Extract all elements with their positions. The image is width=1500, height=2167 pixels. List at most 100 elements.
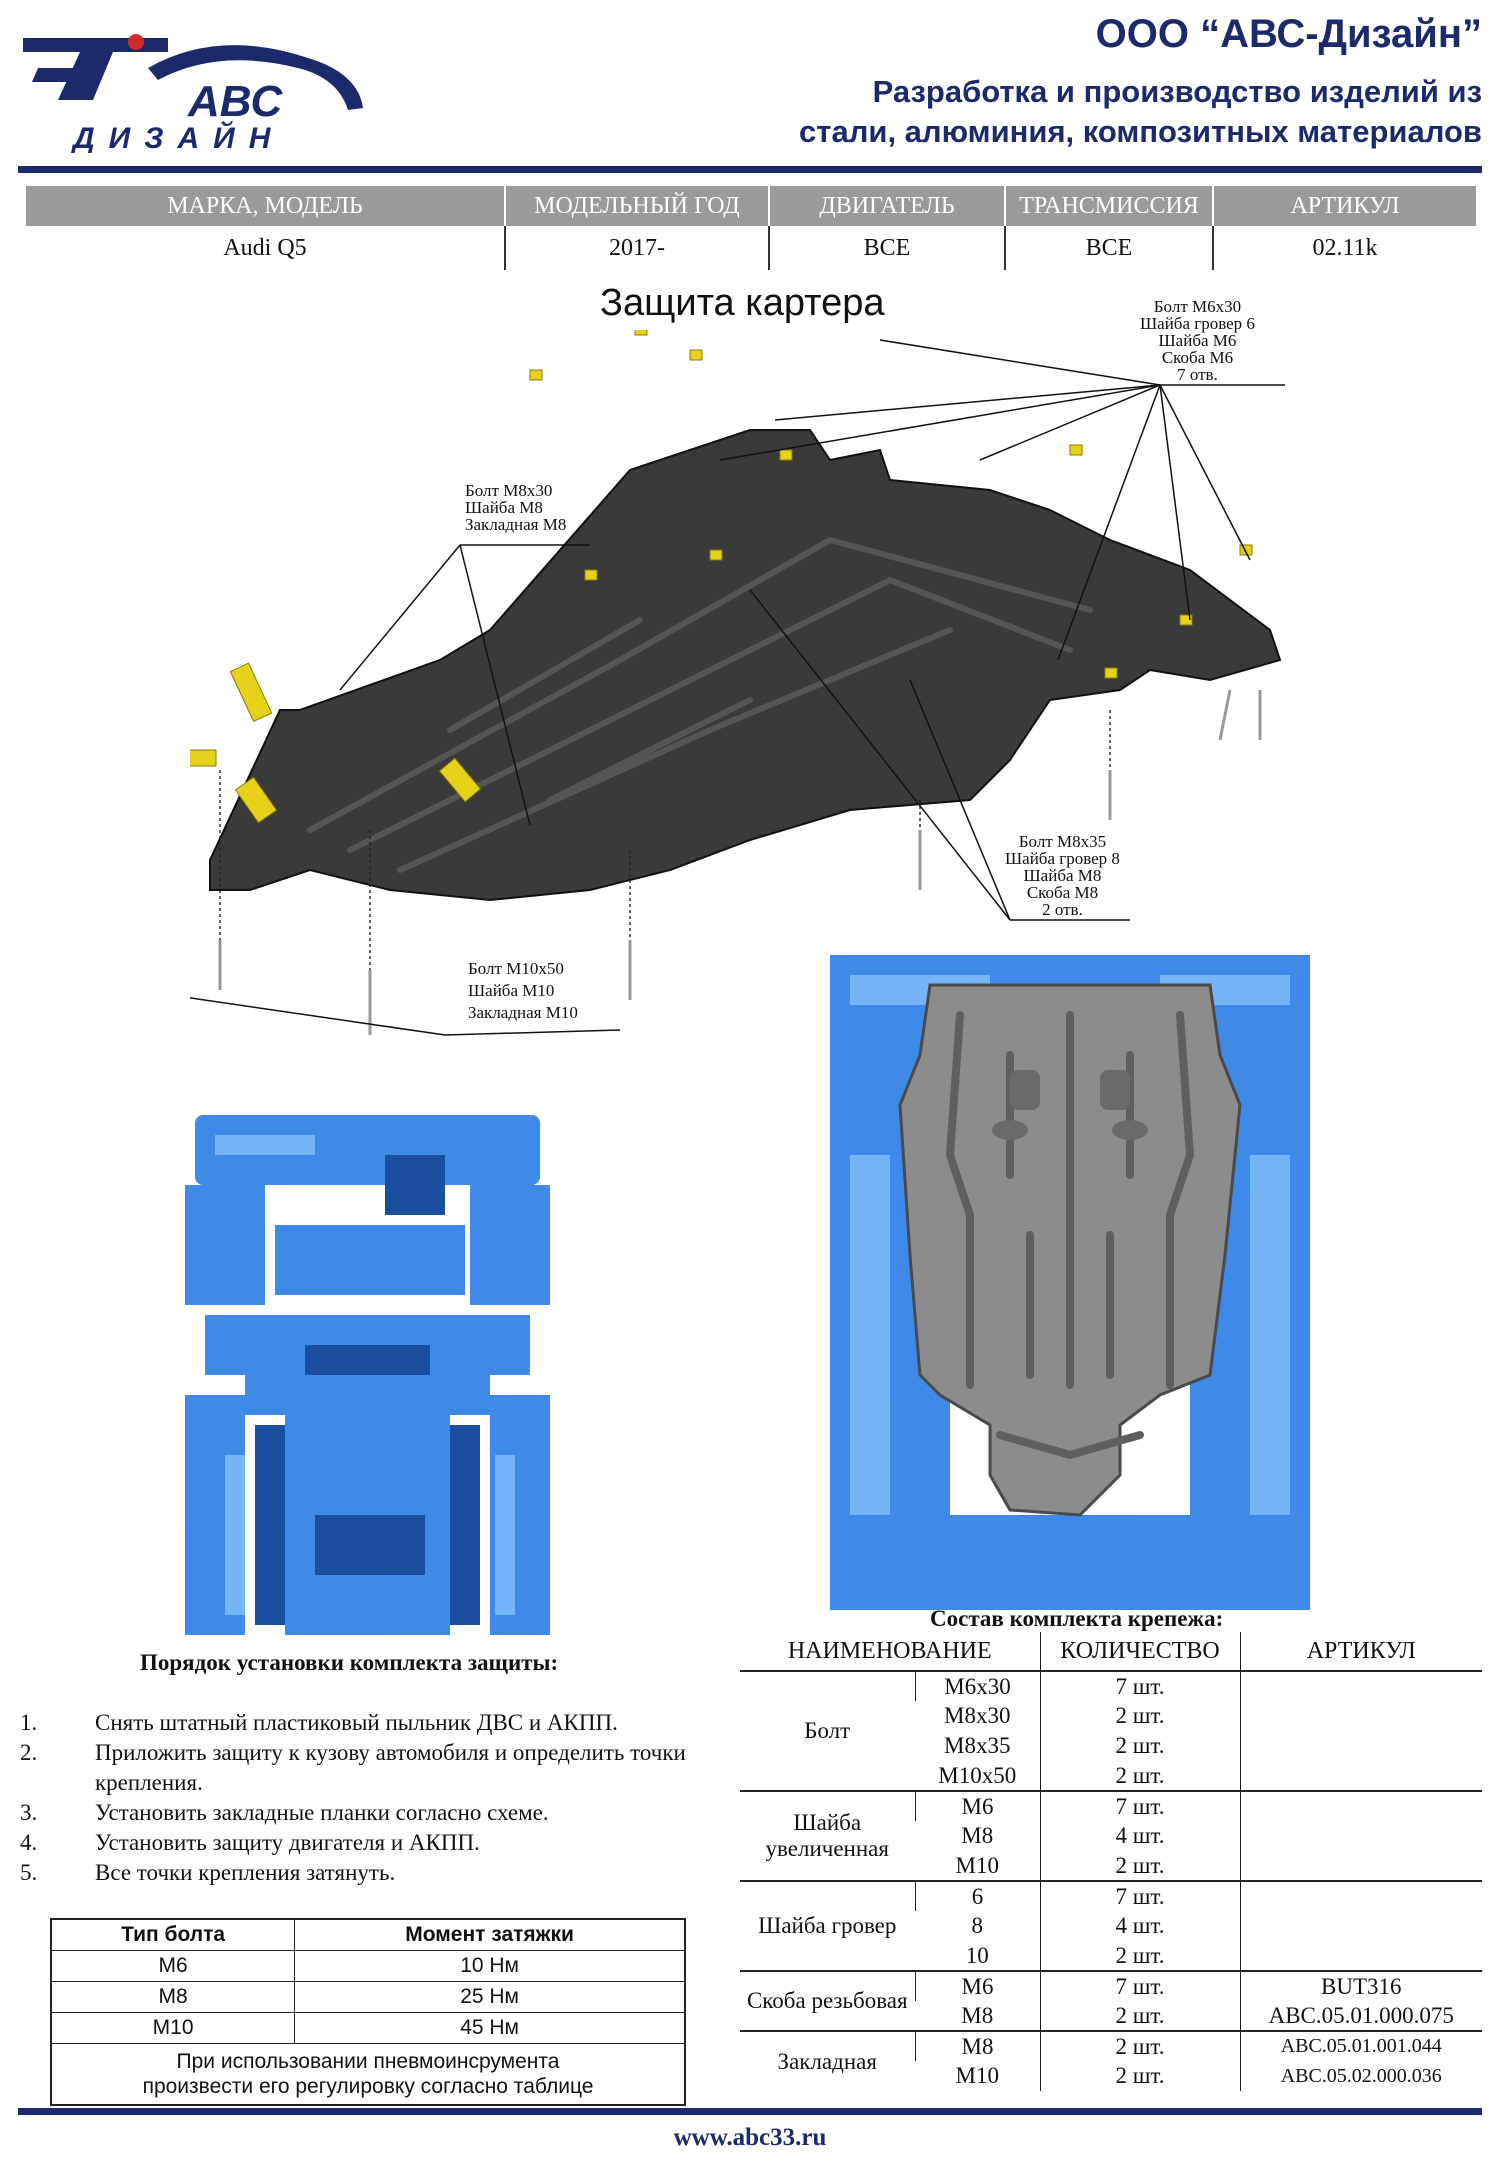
tagline-line-1: Разработка и производство изделий из	[872, 74, 1482, 109]
callout-m8x30-line-3: Закладная М8	[465, 515, 567, 534]
spec-engine: ВСЕ	[769, 226, 1006, 270]
company-name: ООО “АВС-Дизайн”	[1095, 12, 1482, 56]
step-text: Снять штатный пластиковый пыльник ДВС и …	[95, 1710, 618, 1735]
install-step: 2. Приложить защиту к кузову автомобиля …	[20, 1738, 720, 1798]
torque-table: Тип болта Момент затяжки М6 10 Нм М8 25 …	[50, 1918, 686, 2106]
callout-m6-line-1: Болт М6х30	[1153, 297, 1242, 316]
torque-row: М10 45 Нм	[50, 2012, 686, 2044]
kit-row: М8 4 шт.	[740, 1821, 1482, 1851]
callout-leaders	[190, 339, 1285, 1036]
spec-header-transmission: ТРАНСМИССИЯ	[1005, 186, 1214, 226]
kit-header-article: АРТИКУЛ	[1239, 1632, 1482, 1672]
kit-qty: 7 шт.	[1039, 1790, 1240, 1821]
skid-plate-diagram	[190, 330, 1285, 1036]
callout-m8x35-line-4: Скоба М8	[1026, 883, 1099, 902]
step-number: 1.	[20, 1710, 38, 1735]
kit-article	[1239, 1731, 1482, 1761]
kit-row: 8 4 шт.	[740, 1911, 1482, 1941]
callout-m8x30-fasteners: Болт М8х30 Шайба М8 Закладная М8	[465, 482, 566, 533]
kit-row: Скоба резьбовая М6 7 шт. BUT316	[740, 1970, 1482, 2031]
step-number: 5.	[20, 1860, 38, 1885]
kit-row: Болт М6х30 7 шт.	[740, 1670, 1482, 1791]
torque-row: М8 25 Нм	[50, 1981, 686, 2013]
kit-article: АВС.05.02.000.036	[1239, 2061, 1482, 2091]
torque-header-torque: Момент затяжки	[294, 1918, 686, 1951]
svg-text:АВС: АВС	[187, 77, 283, 126]
kit-size: М6х30	[914, 1670, 1040, 1701]
kit-article	[1239, 1941, 1482, 1971]
kit-group-name: Болт	[740, 1670, 915, 1791]
kit-qty: 2 шт.	[1039, 1761, 1240, 1791]
kit-row: М10 2 шт. АВС.05.02.000.036	[740, 2061, 1482, 2091]
kit-row: Шайба гровер 6 7 шт.	[740, 1880, 1482, 1971]
kit-size: М10х50	[938, 1762, 1017, 1788]
kit-size: М8х35	[944, 1733, 1011, 1758]
kit-article: АВС.05.01.000.075	[1239, 2001, 1482, 2031]
kit-row: М8х35 2 шт.	[740, 1731, 1482, 1761]
kit-qty: 2 шт.	[1039, 2001, 1240, 2031]
kit-qty: 4 шт.	[1039, 1911, 1240, 1941]
callout-m8x30-line-2: Шайба М8	[465, 498, 543, 517]
callout-m10-line-2: Шайба М10	[468, 981, 555, 1000]
kit-size: М8	[961, 2002, 994, 2028]
kit-header-name: НАИМЕНОВАНИЕ	[740, 1632, 1040, 1672]
step-text: Приложить защиту к кузову автомобиля и о…	[95, 1740, 686, 1795]
callout-m10-line-1: Болт М10х50	[468, 959, 564, 978]
kit-size: М10	[955, 2063, 999, 2088]
spec-article: 02.11k	[1312, 234, 1378, 261]
kit-qty: 2 шт.	[1039, 1731, 1240, 1761]
install-step: 4. Установить защиту двигателя и АКПП.	[20, 1828, 720, 1858]
kit-row: М8х30 2 шт.	[740, 1701, 1482, 1731]
skid-plate	[209, 429, 1282, 902]
callout-m6-line-5: 7 отв.	[1177, 365, 1218, 384]
kit-article	[1239, 1880, 1482, 1911]
kit-row: М10 2 шт.	[740, 1851, 1482, 1881]
website-link[interactable]: www.abc33.ru	[673, 2124, 827, 2151]
kit-article	[1239, 1701, 1482, 1731]
callout-m8x35-line-3: Шайба М8	[1023, 866, 1102, 885]
kit-article	[1239, 1851, 1482, 1881]
callout-m8x30-line-1: Болт М8х30	[465, 481, 553, 500]
torque-header-bolt: Тип болта	[50, 1918, 296, 1951]
kit-size: М6	[914, 1970, 1040, 2001]
kit-group-name: Шайба увеличенная	[740, 1790, 915, 1881]
vehicle-spec-table: МАРКА, МОДЕЛЬ МОДЕЛЬНЫЙ ГОД ДВИГАТЕЛЬ ТР…	[26, 186, 1476, 270]
kit-row: М10х50 2 шт.	[740, 1761, 1482, 1791]
footer-divider	[18, 2108, 1482, 2115]
torque-bolt: М6	[50, 1950, 296, 1982]
kit-qty: 2 шт.	[1039, 1851, 1240, 1881]
kit-row: 10 2 шт.	[740, 1941, 1482, 1971]
callout-m6-line-4: Скоба М6	[1161, 348, 1234, 367]
kit-article	[1239, 1761, 1482, 1791]
kit-article	[1239, 1670, 1482, 1701]
company-logo: АВС ДИЗАЙН	[18, 18, 378, 155]
step-number: 3.	[20, 1800, 38, 1825]
tagline-line-2: стали, алюминия, композитных материалов	[799, 114, 1482, 149]
step-text: Установить защиту двигателя и АКПП.	[95, 1830, 480, 1855]
callout-m8x35-line-5: 2 отв.	[1042, 900, 1083, 919]
install-title: Порядок установки комплекта защиты:	[140, 1650, 559, 1675]
bolt-axes	[219, 710, 1111, 970]
kit-size: М6	[914, 1790, 1040, 1821]
spec-header-engine: ДВИГАТЕЛЬ	[769, 186, 1006, 226]
install-steps-list: 1. Снять штатный пластиковый пыльник ДВС…	[20, 1708, 720, 1888]
kit-article	[1239, 1821, 1482, 1851]
callout-m6-line-2: Шайба гровер 6	[1140, 314, 1255, 333]
install-step: 1. Снять штатный пластиковый пыльник ДВС…	[20, 1708, 720, 1738]
torque-value: 25 Нм	[294, 1981, 686, 2013]
callout-m8x35-line-2: Шайба гровер 8	[1005, 849, 1120, 868]
fastener-kit-table: НАИМЕНОВАНИЕ КОЛИЧЕСТВО АРТИКУЛ Болт М6х…	[740, 1632, 1482, 2091]
installed-plate-scan-image	[830, 955, 1310, 1610]
kit-group-name: Закладная	[740, 2030, 915, 2091]
kit-qty: 2 шт.	[1039, 1941, 1240, 1971]
callout-m8x35-fasteners: Болт М8х35 Шайба гровер 8 Шайба М8 Скоба…	[1005, 833, 1120, 918]
spec-model: Audi Q5	[26, 226, 506, 270]
kit-group-name: Шайба гровер	[740, 1880, 915, 1971]
step-text: Все точки крепления затянуть.	[95, 1860, 396, 1885]
kit-qty: 7 шт.	[1039, 1880, 1240, 1911]
kit-qty: 2 шт.	[1039, 2030, 1240, 2061]
step-number: 4.	[20, 1830, 38, 1855]
kit-qty: 2 шт.	[1039, 2061, 1240, 2091]
kit-size: 6	[914, 1880, 1040, 1911]
page-title: Защита картера	[600, 282, 885, 324]
